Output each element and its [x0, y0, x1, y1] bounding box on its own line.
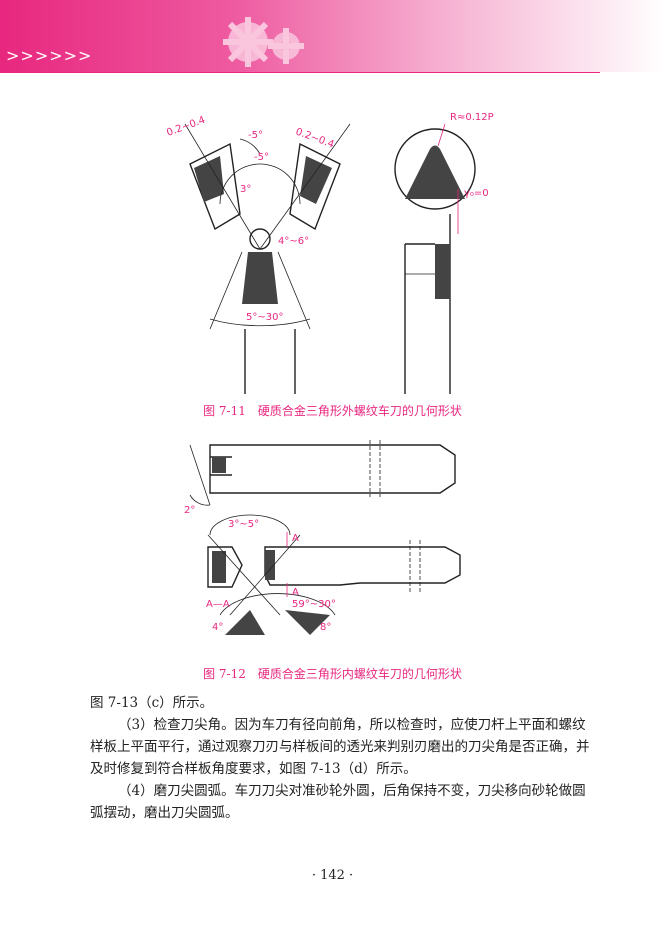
figure-7-11: 0.2~0.4 -5° -5° 0.2~0.4 3° 4°~6° 5°~30° … — [165, 112, 494, 394]
label-l5: 3° — [240, 184, 251, 195]
page-number: · 142 · — [311, 868, 354, 883]
right-insert — [289, 142, 341, 231]
label-m6: 59°~30° — [292, 599, 336, 610]
gear-icon — [223, 17, 304, 67]
label-l8: R≈0.12P — [450, 112, 494, 123]
boring-bar-top — [209, 444, 456, 494]
paragraph-2: （3）检查刀尖角。因为车刀有径向前角，所以检查时，应使刀杆上平面和螺纹样板上平面… — [90, 717, 590, 777]
right-insert-hatch — [300, 156, 332, 204]
figure-7-12-caption: 图 7-12 硬质合金三角形内螺纹车刀的几何形状 — [203, 667, 462, 681]
boring-bar-bottom — [264, 546, 461, 586]
label-m1: 2° — [184, 505, 195, 516]
figure-7-11-caption: 图 7-11 硬质合金三角形外螺纹车刀的几何形状 — [203, 404, 462, 418]
section-view — [207, 546, 243, 588]
label-m4: A — [292, 587, 299, 598]
label-m3: A — [292, 533, 299, 544]
label-m2: 3°~5° — [228, 519, 259, 530]
label-l3: -5° — [254, 152, 269, 163]
left-wedge — [225, 610, 265, 635]
label-l1: 0.2~0.4 — [165, 115, 207, 139]
label-m8: 8° — [320, 622, 331, 633]
paragraph-1: 图 7-13（c）所示。 — [90, 695, 214, 711]
label-l2: -5° — [248, 130, 263, 141]
figure-7-12: 2° 3°~5° A A A—A 59°~30° 4° 8° — [184, 440, 461, 635]
left-insert-hatch — [194, 156, 224, 202]
tip-circle — [249, 228, 271, 250]
side-insert — [435, 244, 450, 299]
label-l7: 5°~30° — [246, 312, 283, 323]
left-insert — [189, 142, 241, 231]
tip-detail-insert — [405, 145, 465, 199]
label-l9: γ₀=0 — [464, 188, 489, 199]
tip-detail-circle — [394, 128, 476, 210]
right-wedge — [285, 610, 330, 635]
label-m5: A—A — [206, 599, 230, 610]
paragraph-3: （4）磨刀尖圆弧。车刀刀尖对准砂轮外圆，后角保持不变，刀尖移向砂轮做圆弧摆动，磨… — [90, 783, 586, 821]
label-m7: 4° — [212, 622, 223, 633]
label-l6: 4°~6° — [278, 236, 309, 247]
lower-insert — [242, 252, 278, 304]
header-rule — [0, 72, 600, 73]
page-header — [0, 0, 665, 72]
chevron-decoration: >>>>>> — [6, 46, 93, 65]
